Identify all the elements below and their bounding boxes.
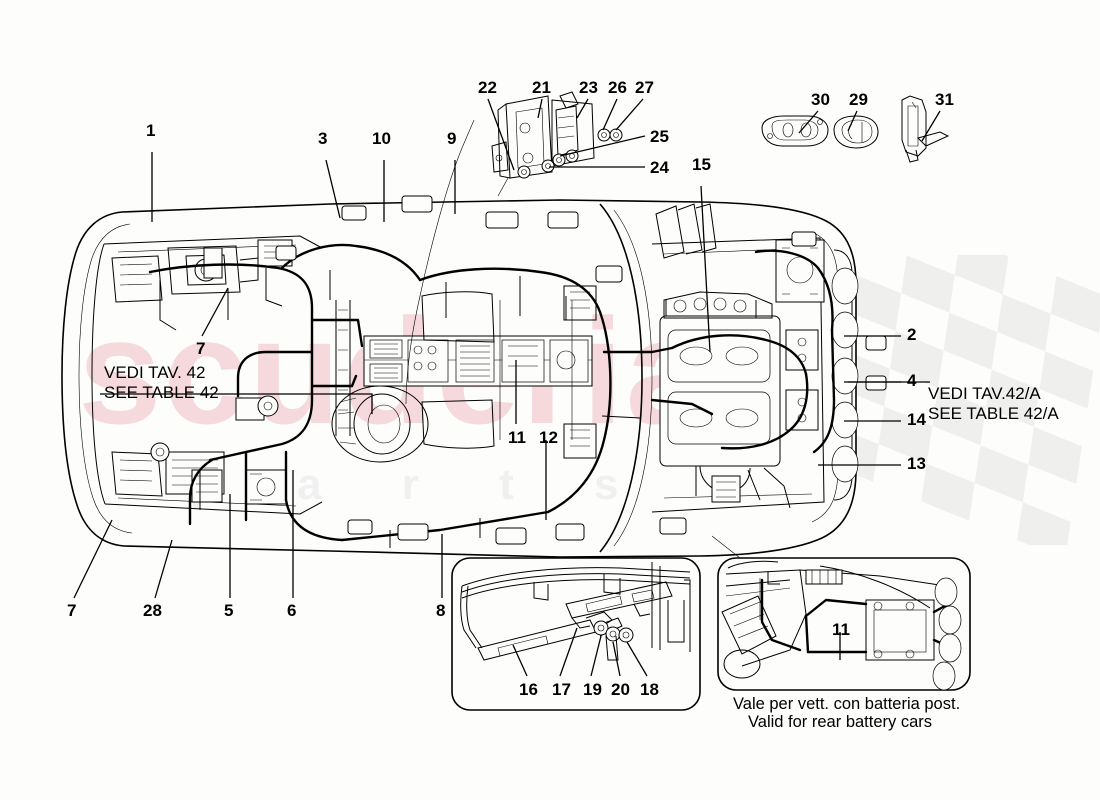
callout-18[interactable]: 18 bbox=[640, 680, 659, 699]
reference-left-line1: VEDI TAV. 42 bbox=[104, 363, 206, 382]
callout-7-top[interactable]: 7 bbox=[196, 339, 206, 358]
callout-29[interactable]: 29 bbox=[849, 90, 868, 109]
inset-panel-left bbox=[451, 557, 701, 711]
callout-26[interactable]: 26 bbox=[608, 78, 627, 97]
inset-panel-right bbox=[711, 535, 971, 691]
callout-8[interactable]: 8 bbox=[436, 601, 446, 620]
rear-battery-caption-line2: Valid for rear battery cars bbox=[748, 713, 933, 731]
reference-leader-left bbox=[100, 393, 373, 414]
reference-right-line2: SEE TABLE 42/A bbox=[928, 404, 1059, 423]
callout-28[interactable]: 28 bbox=[143, 601, 162, 620]
callout-6[interactable]: 6 bbox=[287, 601, 297, 620]
callout-20[interactable]: 20 bbox=[611, 680, 630, 699]
callout-13[interactable]: 13 bbox=[907, 454, 926, 473]
callout-7-bottom[interactable]: 7 bbox=[67, 601, 77, 620]
callout-12[interactable]: 12 bbox=[539, 428, 558, 447]
callout-5[interactable]: 5 bbox=[224, 601, 234, 620]
callout-31[interactable]: 31 bbox=[935, 90, 954, 109]
callout-9[interactable]: 9 bbox=[447, 129, 457, 148]
callout-15[interactable]: 15 bbox=[692, 155, 711, 174]
callout-24[interactable]: 24 bbox=[650, 158, 669, 177]
callout-27[interactable]: 27 bbox=[635, 78, 654, 97]
callout-11[interactable]: 11 bbox=[508, 428, 526, 447]
callout-3[interactable]: 3 bbox=[318, 129, 328, 148]
callout-10[interactable]: 10 bbox=[372, 129, 391, 148]
callout-2[interactable]: 2 bbox=[907, 325, 917, 344]
reference-left-line2: SEE TABLE 42 bbox=[104, 383, 219, 402]
callout-11-rear[interactable]: 11 bbox=[832, 620, 850, 639]
callout-leaders bbox=[73, 98, 941, 677]
callout-19[interactable]: 19 bbox=[583, 680, 602, 699]
callout-25[interactable]: 25 bbox=[650, 127, 669, 146]
reference-right-line1: VEDI TAV.42/A bbox=[928, 384, 1041, 403]
ecu-detail bbox=[405, 91, 623, 405]
callout-16[interactable]: 16 bbox=[519, 680, 538, 699]
callout-22[interactable]: 22 bbox=[478, 78, 497, 97]
cabin-bulkhead bbox=[563, 203, 653, 553]
engine-bay bbox=[651, 203, 859, 513]
callout-14[interactable]: 14 bbox=[907, 410, 926, 429]
rear-battery-caption-line1: Vale per vett. con batteria post. bbox=[733, 695, 961, 713]
secondary-wires bbox=[159, 268, 757, 548]
checkered-flag-icon bbox=[856, 255, 1100, 545]
callout-1[interactable]: 1 bbox=[146, 121, 156, 140]
wiring-harness bbox=[148, 243, 836, 542]
callout-21[interactable]: 21 bbox=[532, 78, 551, 97]
callout-17[interactable]: 17 bbox=[552, 680, 571, 699]
harness-connectors bbox=[275, 195, 887, 545]
dashboard-harness bbox=[331, 291, 593, 463]
callout-23[interactable]: 23 bbox=[579, 78, 598, 97]
callout-30[interactable]: 30 bbox=[811, 90, 830, 109]
callout-4[interactable]: 4 bbox=[907, 371, 917, 390]
